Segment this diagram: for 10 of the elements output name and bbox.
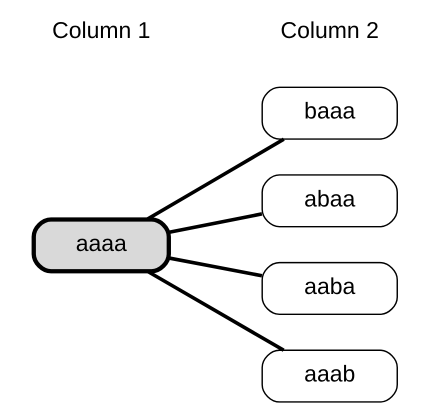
label: Column 1 (52, 17, 150, 44)
connector (146, 138, 285, 221)
node-box: aaba (261, 262, 398, 316)
node-box: abaa (261, 174, 398, 228)
connector (168, 212, 262, 234)
node-box: aaab (261, 350, 398, 403)
label: Column 2 (280, 17, 379, 44)
connector (168, 256, 262, 278)
node-box: aaaa (32, 217, 171, 274)
node-box: baaa (261, 86, 398, 140)
